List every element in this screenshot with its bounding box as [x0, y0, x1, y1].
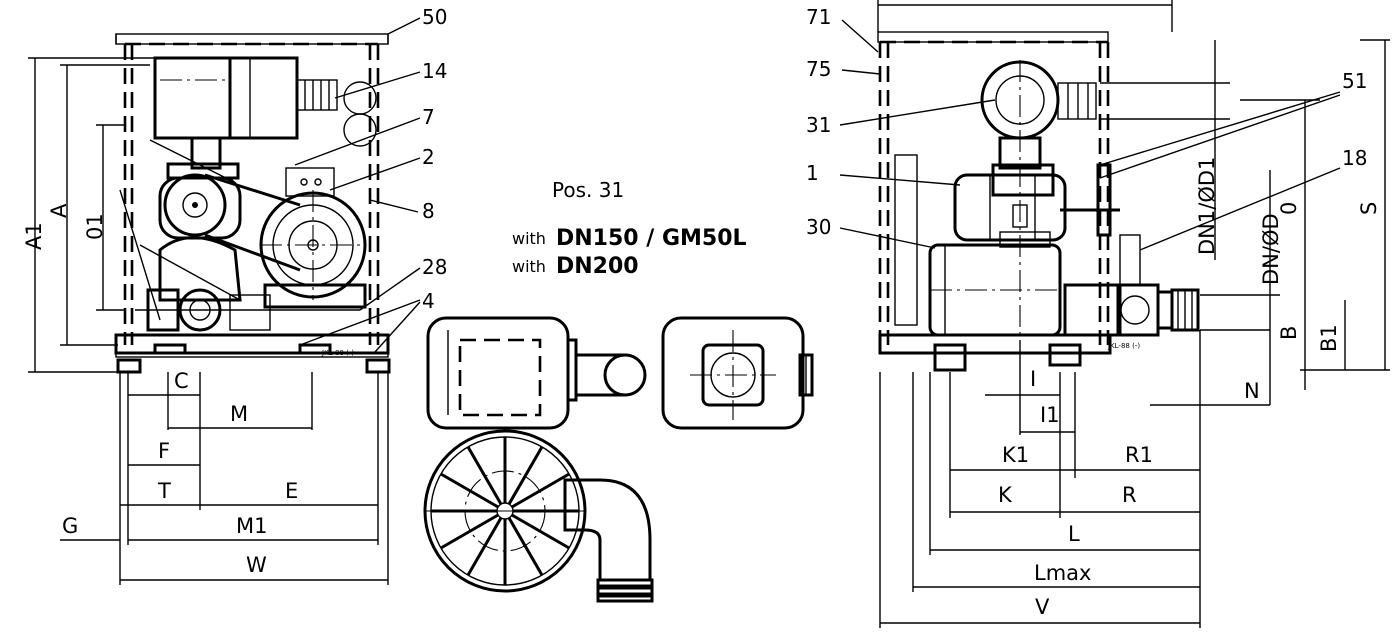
dim-label-i: I — [1030, 367, 1036, 391]
dim-label-r: R — [1122, 483, 1137, 507]
left-motor — [259, 167, 367, 309]
dim-label-a: A — [47, 203, 71, 218]
dim-label-f: F — [158, 439, 170, 463]
dim-label-a1: A1 — [22, 222, 46, 250]
dim-label-lmax: Lmax — [1034, 561, 1091, 585]
fan-spoke — [507, 517, 544, 576]
dim-label-dn1: DN1/ØD1 — [1195, 157, 1219, 255]
fan-spoke — [440, 472, 499, 509]
dim-label-r1: R1 — [1125, 443, 1153, 467]
pos-label-8: 8 — [422, 199, 435, 223]
dim-label-g: G — [62, 514, 78, 538]
dim-label-i1: I1 — [1040, 403, 1060, 427]
dim-label-t: T — [157, 479, 171, 503]
left-view: JKL-88 (-) — [22, 5, 447, 585]
pos-label-75: 75 — [806, 57, 831, 81]
dim-label-o1: 01 — [83, 213, 107, 240]
fan-spoke — [440, 513, 499, 550]
pos-label-4: 4 — [422, 289, 435, 313]
pos-label-14: 14 — [422, 59, 447, 83]
left-enclosure — [115, 33, 389, 345]
right-outlet — [1063, 234, 1200, 337]
right-leaders — [839, 19, 1341, 251]
left-leaders — [294, 17, 421, 353]
dim-label-v: V — [1035, 595, 1050, 619]
pos-label-51: 51 — [1342, 69, 1367, 93]
dim-label-c: C — [174, 369, 189, 393]
dim-label-s: S — [1357, 202, 1381, 215]
right-plate-text: JKL-88 (-) — [1107, 342, 1140, 350]
fan-spoke — [511, 472, 570, 509]
pos31-title: Pos. 31 — [552, 178, 624, 202]
dim-label-m: M — [230, 402, 248, 426]
right-dimension-lines — [877, 0, 1390, 628]
option-2-label: DN200 — [556, 254, 639, 279]
right-blower — [953, 60, 1120, 340]
fan-spoke — [466, 517, 503, 576]
dim-label-k1: K1 — [1002, 443, 1029, 467]
fan-spoke — [466, 446, 503, 505]
option-2-prefix: with — [512, 257, 546, 276]
left-base-frame: JKL-88 (-) — [114, 333, 391, 374]
detail-dn150-side — [426, 316, 647, 430]
pos-label-2: 2 — [422, 145, 435, 169]
pos-label-28: 28 — [422, 255, 447, 279]
right-enclosure — [877, 31, 1110, 345]
option-1-prefix: with — [512, 229, 546, 248]
pos-label-18: 18 — [1342, 146, 1367, 170]
pos-label-71: 71 — [806, 5, 831, 29]
center-detail: Pos. 31 with DN150 / GM50L with DN200 — [423, 178, 814, 603]
pos-label-1: 1 — [806, 161, 819, 185]
fan-spoke — [511, 513, 570, 550]
dim-label-dn: DN/ØD — [1259, 213, 1283, 285]
fan-spoke — [507, 446, 544, 505]
dim-label-n: N — [1244, 379, 1260, 403]
pos-label-30: 30 — [806, 215, 831, 239]
dim-label-o: 0 — [1277, 202, 1301, 215]
dim-label-w: W — [246, 553, 267, 577]
left-dimension-lines — [28, 57, 389, 585]
option-1-label: DN150 / GM50L — [556, 226, 747, 251]
pos-label-7: 7 — [422, 105, 435, 129]
dim-label-m1: M1 — [236, 514, 267, 538]
right-top-elbow — [980, 60, 1097, 170]
left-plate-text: JKL-88 (-) — [321, 349, 354, 357]
dim-label-l: L — [1068, 522, 1080, 546]
dim-label-e: E — [285, 479, 298, 503]
detail-fan-wheel — [423, 429, 654, 603]
right-view: JKL-88 (-) — [806, 0, 1390, 628]
left-lower-casing — [119, 189, 360, 332]
left-blower — [158, 136, 242, 240]
pos-label-31: 31 — [806, 113, 831, 137]
dim-label-b: B — [1277, 326, 1301, 340]
detail-dn200-side — [661, 316, 814, 430]
dim-label-b1: B1 — [1317, 324, 1341, 352]
dim-label-k: K — [998, 483, 1013, 507]
right-motor — [928, 231, 1062, 337]
left-silencer — [153, 56, 377, 147]
pos-label-50: 50 — [422, 5, 447, 29]
